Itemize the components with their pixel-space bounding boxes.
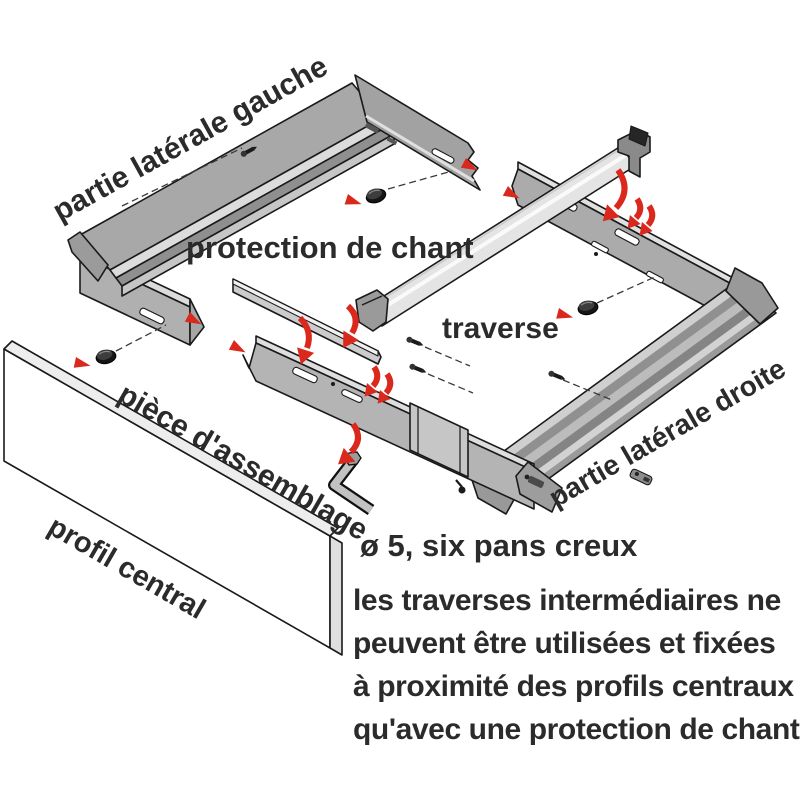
- label-hex-key: ø 5, six pans creux: [360, 528, 638, 563]
- note-line-4: qu'avec une protection de chant.: [353, 713, 800, 746]
- traverse-bar: [355, 125, 651, 332]
- end-cap-left: [95, 349, 117, 365]
- middle-rail: [242, 335, 563, 513]
- screw-right: [548, 370, 566, 380]
- central-profile-panel: [3, 340, 343, 656]
- lock-clip: [629, 468, 653, 486]
- end-cap-top: [365, 188, 387, 204]
- end-cap-right: [577, 300, 599, 316]
- red-arrows: [73, 158, 656, 465]
- screw-mid-1: [406, 336, 424, 346]
- right-side-rail: [471, 161, 779, 515]
- note-line-1: les traverses intermédiaires ne: [353, 584, 781, 617]
- label-traverse: traverse: [442, 312, 559, 345]
- note-line-3: à proximité des profils centraux: [353, 670, 794, 703]
- note-line-2: peuvent être utilisées et fixées: [353, 627, 775, 660]
- note-paragraph: les traverses intermédiaires ne peuvent …: [353, 584, 800, 746]
- label-edge-protection: protection de chant: [186, 230, 474, 265]
- screw-left: [240, 146, 257, 157]
- leader-dash-left: [121, 147, 243, 207]
- screw-mid-2: [409, 363, 427, 373]
- left-side-rail: [67, 74, 481, 346]
